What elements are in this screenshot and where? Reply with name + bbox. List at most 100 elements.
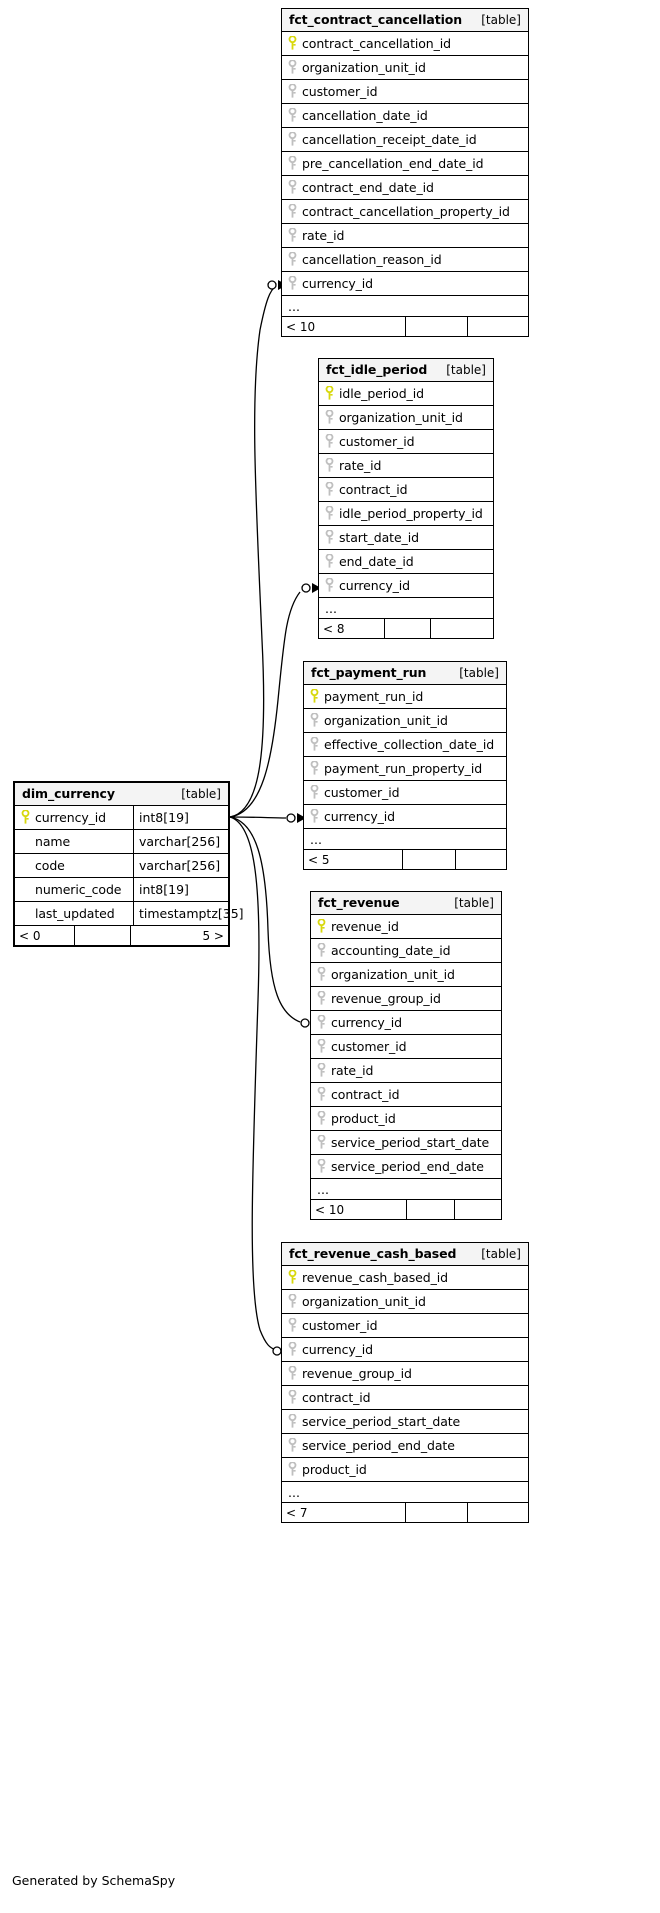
column-name: service_period_start_date	[302, 1414, 461, 1429]
table-row[interactable]: product_id	[282, 1458, 528, 1482]
column-type: varchar[256]	[133, 830, 228, 853]
table-row[interactable]: contract_cancellation_id	[282, 32, 528, 56]
table-row[interactable]: organization_unit_id	[311, 963, 501, 987]
table-row[interactable]: organization_unit_id	[282, 1290, 528, 1314]
column-name: payment_run_property_id	[324, 761, 483, 776]
table-kind-label: [table]	[481, 12, 521, 27]
table-row[interactable]: effective_collection_date_id	[304, 733, 506, 757]
table-row[interactable]: payment_run_property_id	[304, 757, 506, 781]
table-kind-label: [table]	[181, 786, 221, 801]
table-row[interactable]: currency_id	[319, 574, 493, 598]
table-fct-payment-run[interactable]: fct_payment_run [table] payment_run_id o…	[303, 661, 507, 870]
table-row[interactable]: organization_unit_id	[319, 406, 493, 430]
column-name: pre_cancellation_end_date_id	[302, 156, 484, 171]
column-name: organization_unit_id	[331, 967, 455, 982]
table-row[interactable]: organization_unit_id	[304, 709, 506, 733]
table-row[interactable]: rate_id	[311, 1059, 501, 1083]
foreign-key-icon	[282, 276, 302, 291]
table-row[interactable]: name varchar[256]	[15, 830, 228, 854]
more-columns-indicator: ...	[282, 1482, 528, 1503]
table-header: dim_currency [table]	[15, 783, 228, 806]
table-row[interactable]: currency_id	[282, 272, 528, 296]
table-row[interactable]: contract_cancellation_property_id	[282, 200, 528, 224]
table-row[interactable]: rate_id	[282, 224, 528, 248]
table-row[interactable]: start_date_id	[319, 526, 493, 550]
table-row[interactable]: cancellation_receipt_date_id	[282, 128, 528, 152]
table-fct-revenue[interactable]: fct_revenue [table] revenue_id accountin…	[310, 891, 502, 1220]
table-row[interactable]: contract_id	[319, 478, 493, 502]
table-footer: < 0 5 >	[15, 926, 228, 945]
table-row[interactable]: rate_id	[319, 454, 493, 478]
foreign-key-icon	[311, 1159, 331, 1174]
table-row[interactable]: contract_end_date_id	[282, 176, 528, 200]
table-row[interactable]: customer_id	[319, 430, 493, 454]
table-row[interactable]: product_id	[311, 1107, 501, 1131]
table-row[interactable]: contract_id	[311, 1083, 501, 1107]
table-row[interactable]: revenue_group_id	[311, 987, 501, 1011]
foreign-key-icon	[319, 434, 339, 449]
table-row[interactable]: cancellation_reason_id	[282, 248, 528, 272]
table-footer: < 10	[311, 1200, 501, 1219]
edge-marker-optional-cancellation	[267, 280, 277, 290]
table-row[interactable]: cancellation_date_id	[282, 104, 528, 128]
table-row[interactable]: idle_period_property_id	[319, 502, 493, 526]
table-row[interactable]: currency_id	[311, 1011, 501, 1035]
table-row[interactable]: currency_id	[304, 805, 506, 829]
table-row[interactable]: service_period_end_date	[282, 1434, 528, 1458]
table-kind-label: [table]	[454, 895, 494, 910]
table-fct-revenue-cash-based[interactable]: fct_revenue_cash_based [table] revenue_c…	[281, 1242, 529, 1523]
footer-outgoing-count: 5 >	[202, 928, 224, 943]
table-fct-idle-period[interactable]: fct_idle_period [table] idle_period_id o…	[318, 358, 494, 639]
table-row[interactable]: organization_unit_id	[282, 56, 528, 80]
table-row[interactable]: accounting_date_id	[311, 939, 501, 963]
table-row[interactable]: end_date_id	[319, 550, 493, 574]
foreign-key-icon	[282, 252, 302, 267]
column-name: rate_id	[339, 458, 382, 473]
table-row[interactable]: customer_id	[282, 80, 528, 104]
table-row[interactable]: currency_id	[282, 1338, 528, 1362]
table-row[interactable]: revenue_cash_based_id	[282, 1266, 528, 1290]
column-name: revenue_cash_based_id	[302, 1270, 448, 1285]
table-row[interactable]: customer_id	[311, 1035, 501, 1059]
table-dim-currency[interactable]: dim_currency [table] currency_id int8[19…	[13, 781, 244, 947]
table-row[interactable]: service_period_end_date	[311, 1155, 501, 1179]
foreign-key-icon	[282, 1462, 302, 1477]
column-name: customer_id	[324, 785, 400, 800]
table-header: fct_contract_cancellation [table]	[282, 9, 528, 32]
column-name: currency_id	[35, 810, 107, 825]
table-row[interactable]: revenue_id	[311, 915, 501, 939]
foreign-key-icon	[304, 737, 324, 752]
table-row[interactable]: code varchar[256]	[15, 854, 228, 878]
foreign-key-icon	[282, 1342, 302, 1357]
table-row[interactable]: idle_period_id	[319, 382, 493, 406]
table-kind-label: [table]	[481, 1246, 521, 1261]
table-row[interactable]: currency_id int8[19]	[15, 806, 228, 830]
column-name: currency_id	[339, 578, 411, 593]
table-row[interactable]: last_updated timestamptz[35]	[15, 902, 244, 926]
column-name: organization_unit_id	[339, 410, 463, 425]
table-row[interactable]: pre_cancellation_end_date_id	[282, 152, 528, 176]
edge-dim-currency-to-fct-revenue-cash-based	[229, 816, 277, 1351]
table-fct-contract-cancellation[interactable]: fct_contract_cancellation [table] contra…	[281, 8, 529, 337]
footer-outgoing-count	[468, 1503, 528, 1522]
foreign-key-icon	[282, 60, 302, 75]
foreign-key-icon	[304, 761, 324, 776]
table-row[interactable]: revenue_group_id	[282, 1362, 528, 1386]
table-row[interactable]: payment_run_id	[304, 685, 506, 709]
table-row[interactable]: service_period_start_date	[282, 1410, 528, 1434]
column-name: customer_id	[339, 434, 415, 449]
table-row[interactable]: contract_id	[282, 1386, 528, 1410]
column-name: contract_end_date_id	[302, 180, 434, 195]
table-row[interactable]: customer_id	[304, 781, 506, 805]
primary-key-icon	[15, 810, 35, 825]
table-row[interactable]: customer_id	[282, 1314, 528, 1338]
foreign-key-icon	[282, 204, 302, 219]
table-footer: < 5	[304, 850, 506, 869]
table-row[interactable]: numeric_code int8[19]	[15, 878, 228, 902]
footer-middle	[403, 850, 456, 869]
foreign-key-icon	[319, 578, 339, 593]
column-name: currency_id	[302, 1342, 374, 1357]
table-row[interactable]: service_period_start_date	[311, 1131, 501, 1155]
foreign-key-icon	[311, 1111, 331, 1126]
